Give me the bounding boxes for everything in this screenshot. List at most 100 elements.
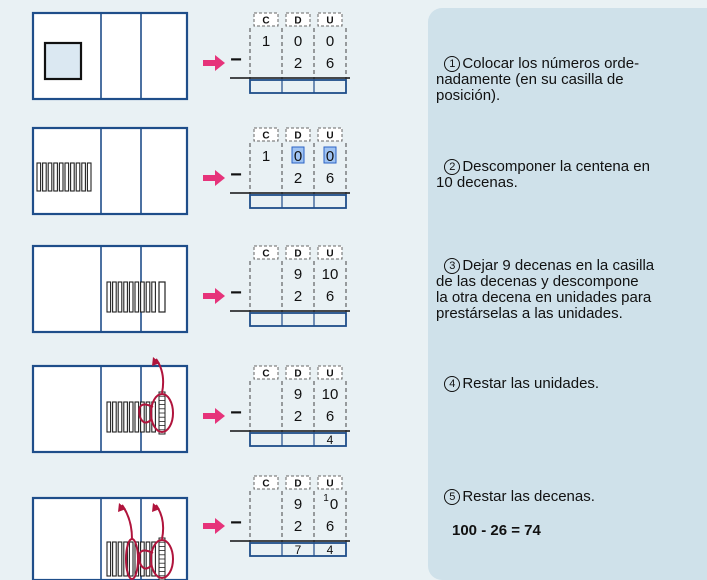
column-header-u: U — [326, 16, 333, 27]
digit: 2 — [294, 55, 302, 72]
column-header-u: U — [326, 131, 333, 142]
digit: 1 — [262, 33, 270, 50]
result-box — [249, 542, 347, 557]
step-text: Colocar los números orde- nadamente (en … — [436, 55, 640, 104]
digit-superscript: 1 — [323, 493, 329, 504]
header-cell — [317, 12, 343, 27]
result-box — [249, 432, 347, 447]
step-text: Restar las unidades. — [462, 375, 600, 392]
column-header-u: U — [326, 249, 333, 260]
digit: 6 — [326, 408, 334, 425]
ten-bar — [145, 401, 151, 433]
ten-bar — [158, 281, 166, 313]
ten-bar — [128, 541, 134, 577]
digit: 2 — [294, 170, 302, 187]
ten-bar — [36, 162, 42, 192]
ten-bar — [117, 281, 123, 313]
minus-sign: − — [230, 402, 242, 424]
digit: 4 — [327, 543, 334, 557]
digit: 7 — [295, 543, 302, 557]
digit: 0 — [326, 148, 334, 165]
digit: 2 — [294, 518, 302, 535]
header-cell — [317, 245, 343, 260]
ten-bar — [112, 541, 117, 577]
digit: 6 — [326, 518, 334, 535]
loop-curve — [138, 549, 154, 570]
exchange-loop — [150, 393, 174, 433]
ten-bar — [134, 401, 140, 433]
ten-bar — [117, 541, 123, 577]
digit: 6 — [326, 55, 334, 72]
ten-bar — [151, 281, 156, 313]
loop-curve — [138, 403, 154, 424]
header-cell — [253, 127, 279, 142]
minus-sign: − — [230, 512, 242, 534]
step-text: Restar las decenas. — [462, 488, 595, 505]
header-cell — [253, 475, 279, 490]
ten-bar — [140, 281, 145, 313]
header-cell — [285, 12, 311, 27]
step-arrow — [203, 55, 225, 71]
column-header-d: D — [294, 369, 301, 380]
step-arrow — [203, 518, 225, 534]
column-header-c: C — [262, 249, 269, 260]
column-header-c: C — [262, 131, 269, 142]
step-number: 4 — [444, 376, 461, 392]
ten-bar — [106, 541, 112, 577]
step-arrow — [203, 408, 225, 424]
header-cell — [253, 245, 279, 260]
header-cell — [285, 365, 311, 380]
step-text: Descomponer la centena en 10 decenas. — [436, 158, 650, 191]
column-header-d: D — [294, 479, 301, 490]
ten-bar — [106, 281, 112, 313]
ten-bar — [81, 162, 86, 192]
ten-bar — [112, 281, 117, 313]
ten-bar — [145, 541, 151, 577]
ten-bar — [53, 162, 58, 192]
curved-arrow-head — [152, 503, 160, 512]
digit: 9 — [294, 496, 302, 513]
ten-bar — [145, 281, 151, 313]
digit: 6 — [326, 170, 334, 187]
digit: 2 — [294, 408, 302, 425]
step-arrow — [203, 170, 225, 186]
ten-bar — [47, 162, 53, 192]
hundred-block — [43, 41, 83, 81]
column-header-c: C — [262, 479, 269, 490]
header-cell — [285, 127, 311, 142]
minus-sign: − — [230, 49, 242, 71]
digit: 4 — [327, 433, 334, 447]
header-cell — [317, 127, 343, 142]
ten-bar — [128, 401, 134, 433]
step-equation: 100 - 26 = 74 — [452, 522, 541, 539]
digit: 0 — [330, 496, 338, 513]
digit: 9 — [294, 386, 302, 403]
header-cell — [253, 12, 279, 27]
digit: 2 — [294, 288, 302, 305]
ten-bar — [117, 401, 123, 433]
ten-bar — [64, 162, 70, 192]
result-box — [249, 312, 347, 327]
header-cell — [285, 475, 311, 490]
instructions-panel — [428, 8, 707, 580]
digit: 1 — [262, 148, 270, 165]
highlight-cell — [291, 146, 305, 164]
column-header-u: U — [326, 479, 333, 490]
header-cell — [285, 245, 311, 260]
column-header-c: C — [262, 16, 269, 27]
column-header-u: U — [326, 369, 333, 380]
digit: 0 — [294, 33, 302, 50]
column-header-d: D — [294, 249, 301, 260]
ten-bar — [128, 281, 134, 313]
ten-bar — [106, 401, 112, 433]
ten-bar — [86, 162, 92, 192]
digit: 0 — [326, 33, 334, 50]
